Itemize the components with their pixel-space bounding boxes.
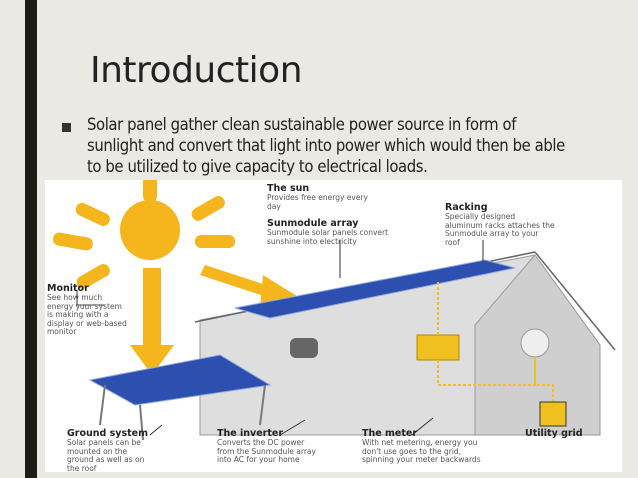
diagram-illustration (53, 180, 616, 441)
meter-icon (520, 328, 550, 358)
slide-title: Introduction (90, 50, 303, 91)
label-utility-grid: Utility grid (525, 428, 583, 439)
bullet-marker (62, 123, 71, 132)
sun-icon (53, 180, 235, 289)
bullet-text: Solar panel gather clean sustainable pow… (87, 115, 565, 176)
ground-solar-array (88, 354, 272, 406)
roof-solar-array (234, 259, 516, 319)
slide-accent-bar (25, 0, 37, 478)
sunlight-arrows-icon (130, 265, 300, 375)
utility-grid-icon (539, 401, 567, 427)
monitor-icon (290, 338, 318, 358)
inverter-icon (416, 334, 460, 361)
